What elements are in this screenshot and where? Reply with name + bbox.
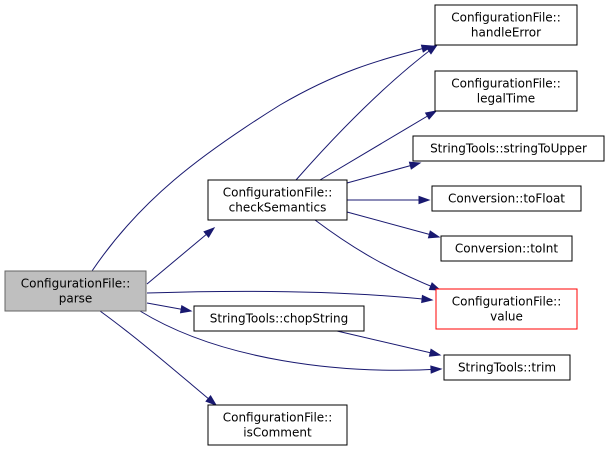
edge-line <box>295 44 438 181</box>
node-stringToUpper[interactable]: StringTools::stringToUpper <box>412 135 605 162</box>
edge-line <box>146 290 433 301</box>
node-label: StringTools::stringToUpper <box>430 142 587 156</box>
node-box <box>4 270 147 312</box>
arrowhead-icon <box>428 282 442 291</box>
node-chopString[interactable]: StringTools::chopString <box>193 305 365 332</box>
arrowhead-icon <box>205 395 218 406</box>
node-label: isComment <box>243 426 312 440</box>
edge-line <box>319 110 437 181</box>
node-box <box>435 288 578 330</box>
node-checkSemantics[interactable]: ConfigurationFile::checkSemantics <box>207 179 348 221</box>
node-trim[interactable]: StringTools::trim <box>443 354 571 381</box>
node-box <box>434 70 578 112</box>
arrowhead-icon <box>428 348 442 357</box>
arrowhead-icon <box>430 365 443 374</box>
edge-parse-to-trim <box>139 310 443 374</box>
node-box <box>434 4 578 46</box>
node-parse: ConfigurationFile::parse <box>4 270 147 312</box>
edge-checkSemantics-to-value <box>314 219 442 291</box>
node-box <box>207 179 348 221</box>
edge-parse-to-checkSemantics <box>146 227 216 285</box>
node-label: Conversion::toFloat <box>448 192 565 206</box>
nodes-layer: ConfigurationFile::parseConfigurationFil… <box>4 4 605 446</box>
node-label: legalTime <box>477 92 535 106</box>
arrowhead-icon <box>421 294 434 304</box>
node-box <box>431 185 582 212</box>
arrowhead-icon <box>418 195 431 205</box>
node-label: ConfigurationFile:: <box>451 11 561 25</box>
edge-checkSemantics-to-legalTime <box>319 110 438 181</box>
edge-chopString-to-trim <box>336 330 442 357</box>
node-label: ConfigurationFile:: <box>21 277 131 291</box>
edge-checkSemantics-to-stringToUpper <box>346 161 422 184</box>
node-label: StringTools::chopString <box>210 312 348 326</box>
edge-line <box>336 330 441 356</box>
node-label: StringTools::trim <box>458 361 556 375</box>
edge-line <box>314 219 441 291</box>
node-label: value <box>490 310 523 324</box>
node-box <box>440 235 573 262</box>
arrowhead-icon <box>203 227 216 238</box>
arrowhead-icon <box>179 305 193 314</box>
node-value[interactable]: ConfigurationFile::value <box>435 288 578 330</box>
node-toInt[interactable]: Conversion::toInt <box>440 235 573 262</box>
edge-parse-to-isComment <box>99 310 218 406</box>
node-label: ConfigurationFile:: <box>223 411 333 425</box>
edge-line <box>346 211 440 238</box>
node-toFloat[interactable]: Conversion::toFloat <box>431 185 582 212</box>
edges-layer <box>91 44 443 406</box>
edge-parse-to-value <box>146 290 434 304</box>
edge-checkSemantics-to-toInt <box>346 211 441 239</box>
edge-line <box>346 162 421 184</box>
node-label: ConfigurationFile:: <box>452 295 562 309</box>
node-label: handleError <box>471 26 541 40</box>
edge-checkSemantics-to-toFloat <box>347 195 431 205</box>
edge-line <box>146 227 215 285</box>
node-label: Conversion::toInt <box>455 242 559 256</box>
node-label: parse <box>59 292 93 306</box>
edge-line <box>91 45 433 272</box>
node-label: ConfigurationFile:: <box>223 186 333 200</box>
node-label: checkSemantics <box>229 201 327 215</box>
node-box <box>412 135 605 162</box>
node-legalTime[interactable]: ConfigurationFile::legalTime <box>434 70 578 112</box>
node-box <box>193 305 365 332</box>
node-isComment[interactable]: ConfigurationFile::isComment <box>207 404 348 446</box>
edge-line <box>139 310 442 371</box>
node-box <box>207 404 348 446</box>
node-label: ConfigurationFile:: <box>451 77 561 91</box>
edge-parse-to-handleError <box>91 44 434 272</box>
node-box <box>443 354 571 381</box>
arrowhead-icon <box>427 230 441 239</box>
arrowhead-icon <box>426 44 439 55</box>
arrowhead-icon <box>424 110 438 120</box>
arrowhead-icon <box>408 161 422 170</box>
edge-line <box>99 310 217 406</box>
edge-checkSemantics-to-handleError <box>295 44 439 181</box>
edge-parse-to-chopString <box>146 302 193 314</box>
node-handleError[interactable]: ConfigurationFile::handleError <box>434 4 578 46</box>
